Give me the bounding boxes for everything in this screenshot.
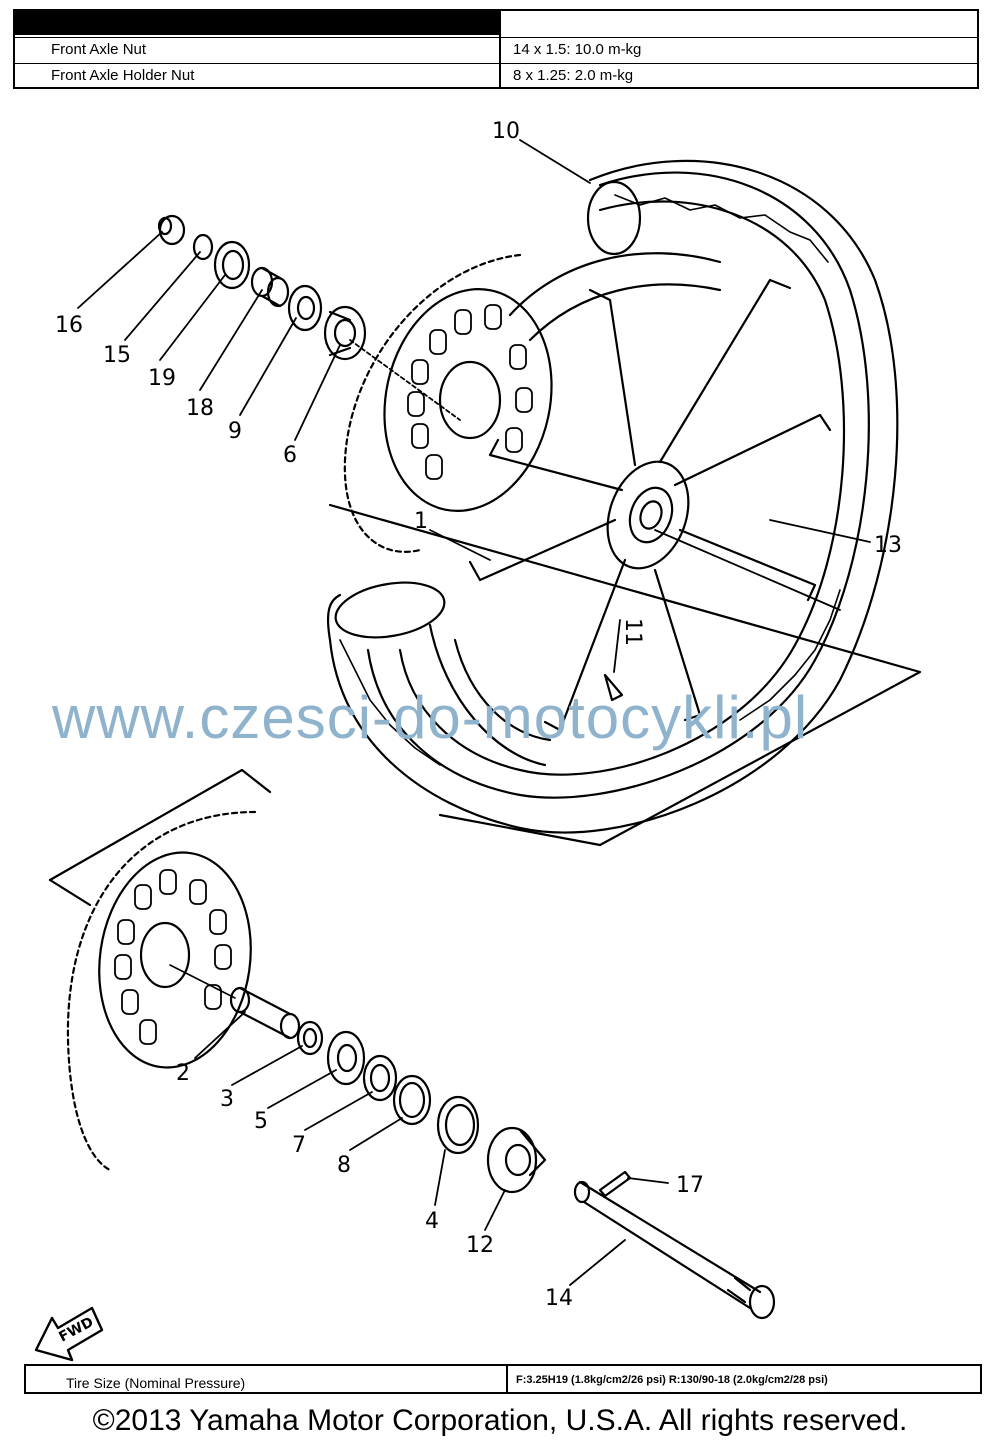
callout-labels: 10 16 15 19 18 9 6 1 13 11 2 3 5 7 8 4 1… (55, 119, 902, 1311)
leader-lines-lower (194, 1011, 669, 1286)
wheel-rim (428, 252, 832, 767)
ground-plane-upper (328, 503, 922, 847)
tire-size-value: F:3.25H19 (1.8kg/cm2/26 psi) R:130/90-18… (516, 1374, 828, 1386)
brake-disc-upper (343, 253, 553, 553)
callout-3: 3 (220, 1087, 234, 1112)
spec-part-name: Front Axle Holder Nut (51, 67, 195, 84)
fwd-arrow-icon: FWD (34, 1306, 104, 1362)
part-8-clutch (392, 1074, 432, 1126)
callout-19: 19 (148, 366, 176, 391)
fwd-label: FWD (56, 1314, 96, 1345)
left-axle-parts (157, 214, 367, 361)
callout-10: 10 (492, 119, 520, 144)
part-16-nut (157, 214, 186, 246)
tire-size-label: Tire Size (Nominal Pressure) (66, 1375, 246, 1391)
part-7-gear (362, 1054, 398, 1102)
callout-9: 9 (228, 419, 242, 444)
spec-part-name: Front Axle Nut (51, 41, 147, 58)
ground-plane-lower-edge (48, 878, 92, 907)
callout-5: 5 (254, 1109, 268, 1134)
spec-table-header-bar (15, 11, 499, 35)
part-3-seal (296, 1020, 324, 1056)
callout-16: 16 (55, 313, 83, 338)
part-12-gear-housing (486, 1126, 547, 1194)
tire-table-divider (506, 1366, 508, 1392)
torque-spec-table: Front Axle Nut 14 x 1.5: 10.0 m-kg Front… (13, 9, 979, 89)
spec-table-divider (499, 11, 501, 87)
callout-7: 7 (292, 1133, 306, 1158)
callout-17: 17 (676, 1173, 704, 1198)
part-5-bearing (326, 1030, 366, 1086)
spec-row: Front Axle Holder Nut 8 x 1.25: 2.0 m-kg (15, 63, 977, 88)
callout-12: 12 (466, 1233, 494, 1258)
watermark-url: www.czesci-do-motocykli.pl (52, 684, 809, 751)
part-2-spacer (169, 964, 301, 1040)
part-18-collar (250, 266, 290, 308)
callout-6: 6 (283, 443, 297, 468)
callout-1: 1 (414, 509, 428, 534)
brake-disc-lower (66, 810, 257, 1172)
callout-13: 13 (874, 533, 902, 558)
spec-torque-value: 8 x 1.25: 2.0 m-kg (513, 67, 634, 84)
part-6-bearing (323, 305, 367, 361)
wheel-spokes (468, 278, 832, 732)
copyright-notice: ©2013 Yamaha Motor Corporation, U.S.A. A… (92, 1404, 908, 1437)
lower-axle-parts (169, 964, 776, 1320)
valve-stem (603, 673, 624, 702)
part-14-axle (573, 1180, 776, 1320)
tire (326, 159, 899, 834)
part-4-seal (436, 1095, 480, 1155)
callout-2: 2 (176, 1061, 190, 1086)
spec-row: Front Axle Nut 14 x 1.5: 10.0 m-kg (15, 37, 977, 63)
tire-size-table: Tire Size (Nominal Pressure) F:3.25H19 (… (24, 1364, 982, 1394)
callout-11: 11 (620, 618, 645, 646)
part-15-washer (192, 233, 214, 261)
leader-lines-upper (77, 139, 871, 673)
ground-plane-lower (48, 768, 272, 882)
callout-15: 15 (103, 343, 131, 368)
spec-torque-value: 14 x 1.5: 10.0 m-kg (513, 41, 642, 58)
callout-14: 14 (545, 1286, 573, 1311)
part-19-seal (213, 240, 251, 290)
part-9-bearing (287, 284, 323, 332)
callout-4: 4 (425, 1209, 439, 1234)
callout-18: 18 (186, 396, 214, 421)
part-17-cotter-pin (598, 1170, 632, 1198)
callout-8: 8 (337, 1153, 351, 1178)
